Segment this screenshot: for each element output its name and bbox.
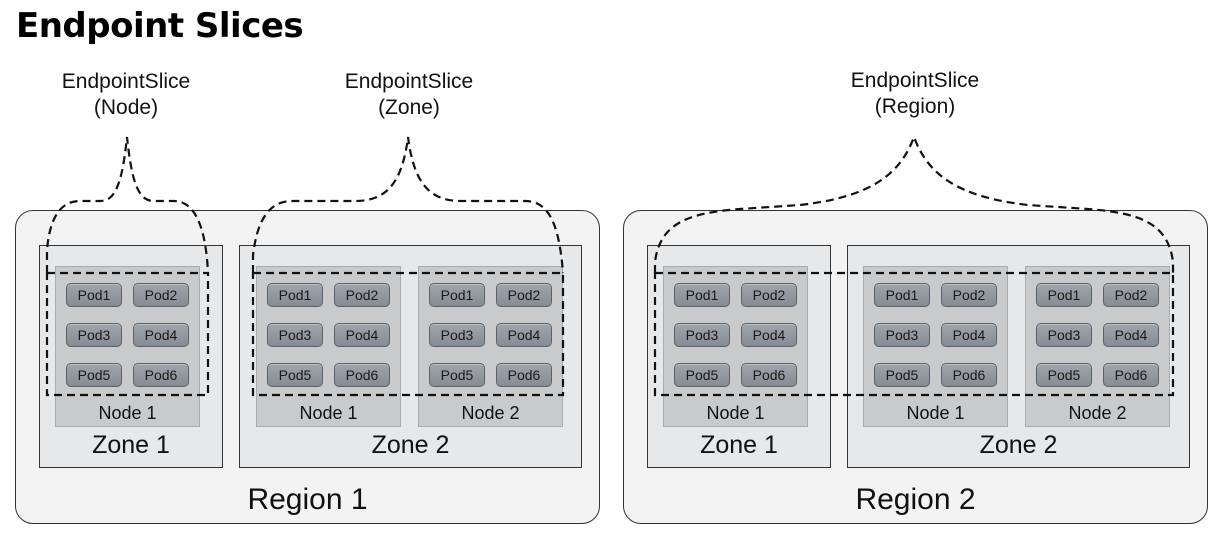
pod: Pod5: [874, 363, 930, 387]
zone-label: Zone 2: [979, 431, 1058, 459]
pod: Pod1: [1036, 283, 1092, 307]
pod: Pod6: [741, 363, 797, 387]
slice-label-line1: EndpointSlice: [61, 70, 191, 93]
pod: Pod2: [133, 283, 189, 307]
region-label: Region 2: [855, 483, 976, 516]
node-label: Node 1: [906, 403, 965, 423]
pod: Pod4: [133, 323, 189, 347]
pod: Pod6: [941, 363, 997, 387]
pod: Pod2: [941, 283, 997, 307]
pod: Pod6: [496, 363, 552, 387]
pod: Pod1: [874, 283, 930, 307]
pod: Pod3: [1036, 323, 1092, 347]
pod: Pod3: [874, 323, 930, 347]
pod: Pod1: [429, 283, 485, 307]
pod: Pod4: [334, 323, 390, 347]
pod: Pod6: [133, 363, 189, 387]
pod: Pod6: [334, 363, 390, 387]
node-label: Node 1: [98, 403, 157, 423]
pod: Pod2: [496, 283, 552, 307]
node-label: Node 2: [461, 403, 520, 423]
slice-label-line2: (Node): [93, 96, 159, 119]
zone-label: Zone 2: [371, 431, 450, 459]
slice-label-line1: EndpointSlice: [344, 70, 474, 93]
slice-label-line2: (Zone): [378, 96, 440, 119]
pod: Pod5: [429, 363, 485, 387]
pod: Pod3: [674, 323, 730, 347]
pod: Pod1: [66, 283, 122, 307]
slice-label-line1: EndpointSlice: [850, 69, 980, 92]
endpointslice-zone-label: EndpointSlice (Zone): [299, 69, 519, 121]
pod: Pod2: [1103, 283, 1159, 307]
zone-label: Zone 1: [92, 431, 170, 459]
pod: Pod5: [1036, 363, 1092, 387]
pod: Pod3: [66, 323, 122, 347]
pod: Pod2: [741, 283, 797, 307]
node-label: Node 1: [299, 403, 358, 423]
pod: Pod6: [1103, 363, 1159, 387]
pod: Pod1: [674, 283, 730, 307]
diagram-title: Endpoint Slices: [16, 6, 304, 46]
pod: Pod5: [674, 363, 730, 387]
endpointslice-region-label: EndpointSlice (Region): [805, 68, 1025, 120]
region-label: Region 1: [247, 483, 368, 516]
pod: Pod4: [1103, 323, 1159, 347]
pod: Pod3: [429, 323, 485, 347]
pod: Pod4: [941, 323, 997, 347]
pod: Pod5: [66, 363, 122, 387]
endpointslice-node-label: EndpointSlice (Node): [16, 69, 236, 121]
pod: Pod1: [267, 283, 323, 307]
zone-label: Zone 1: [700, 431, 778, 459]
slice-label-line2: (Region): [874, 95, 956, 118]
pod: Pod3: [267, 323, 323, 347]
pod: Pod2: [334, 283, 390, 307]
pod: Pod4: [741, 323, 797, 347]
pod: Pod4: [496, 323, 552, 347]
pod: Pod5: [267, 363, 323, 387]
node-label: Node 1: [706, 403, 765, 423]
node-label: Node 2: [1068, 403, 1127, 423]
